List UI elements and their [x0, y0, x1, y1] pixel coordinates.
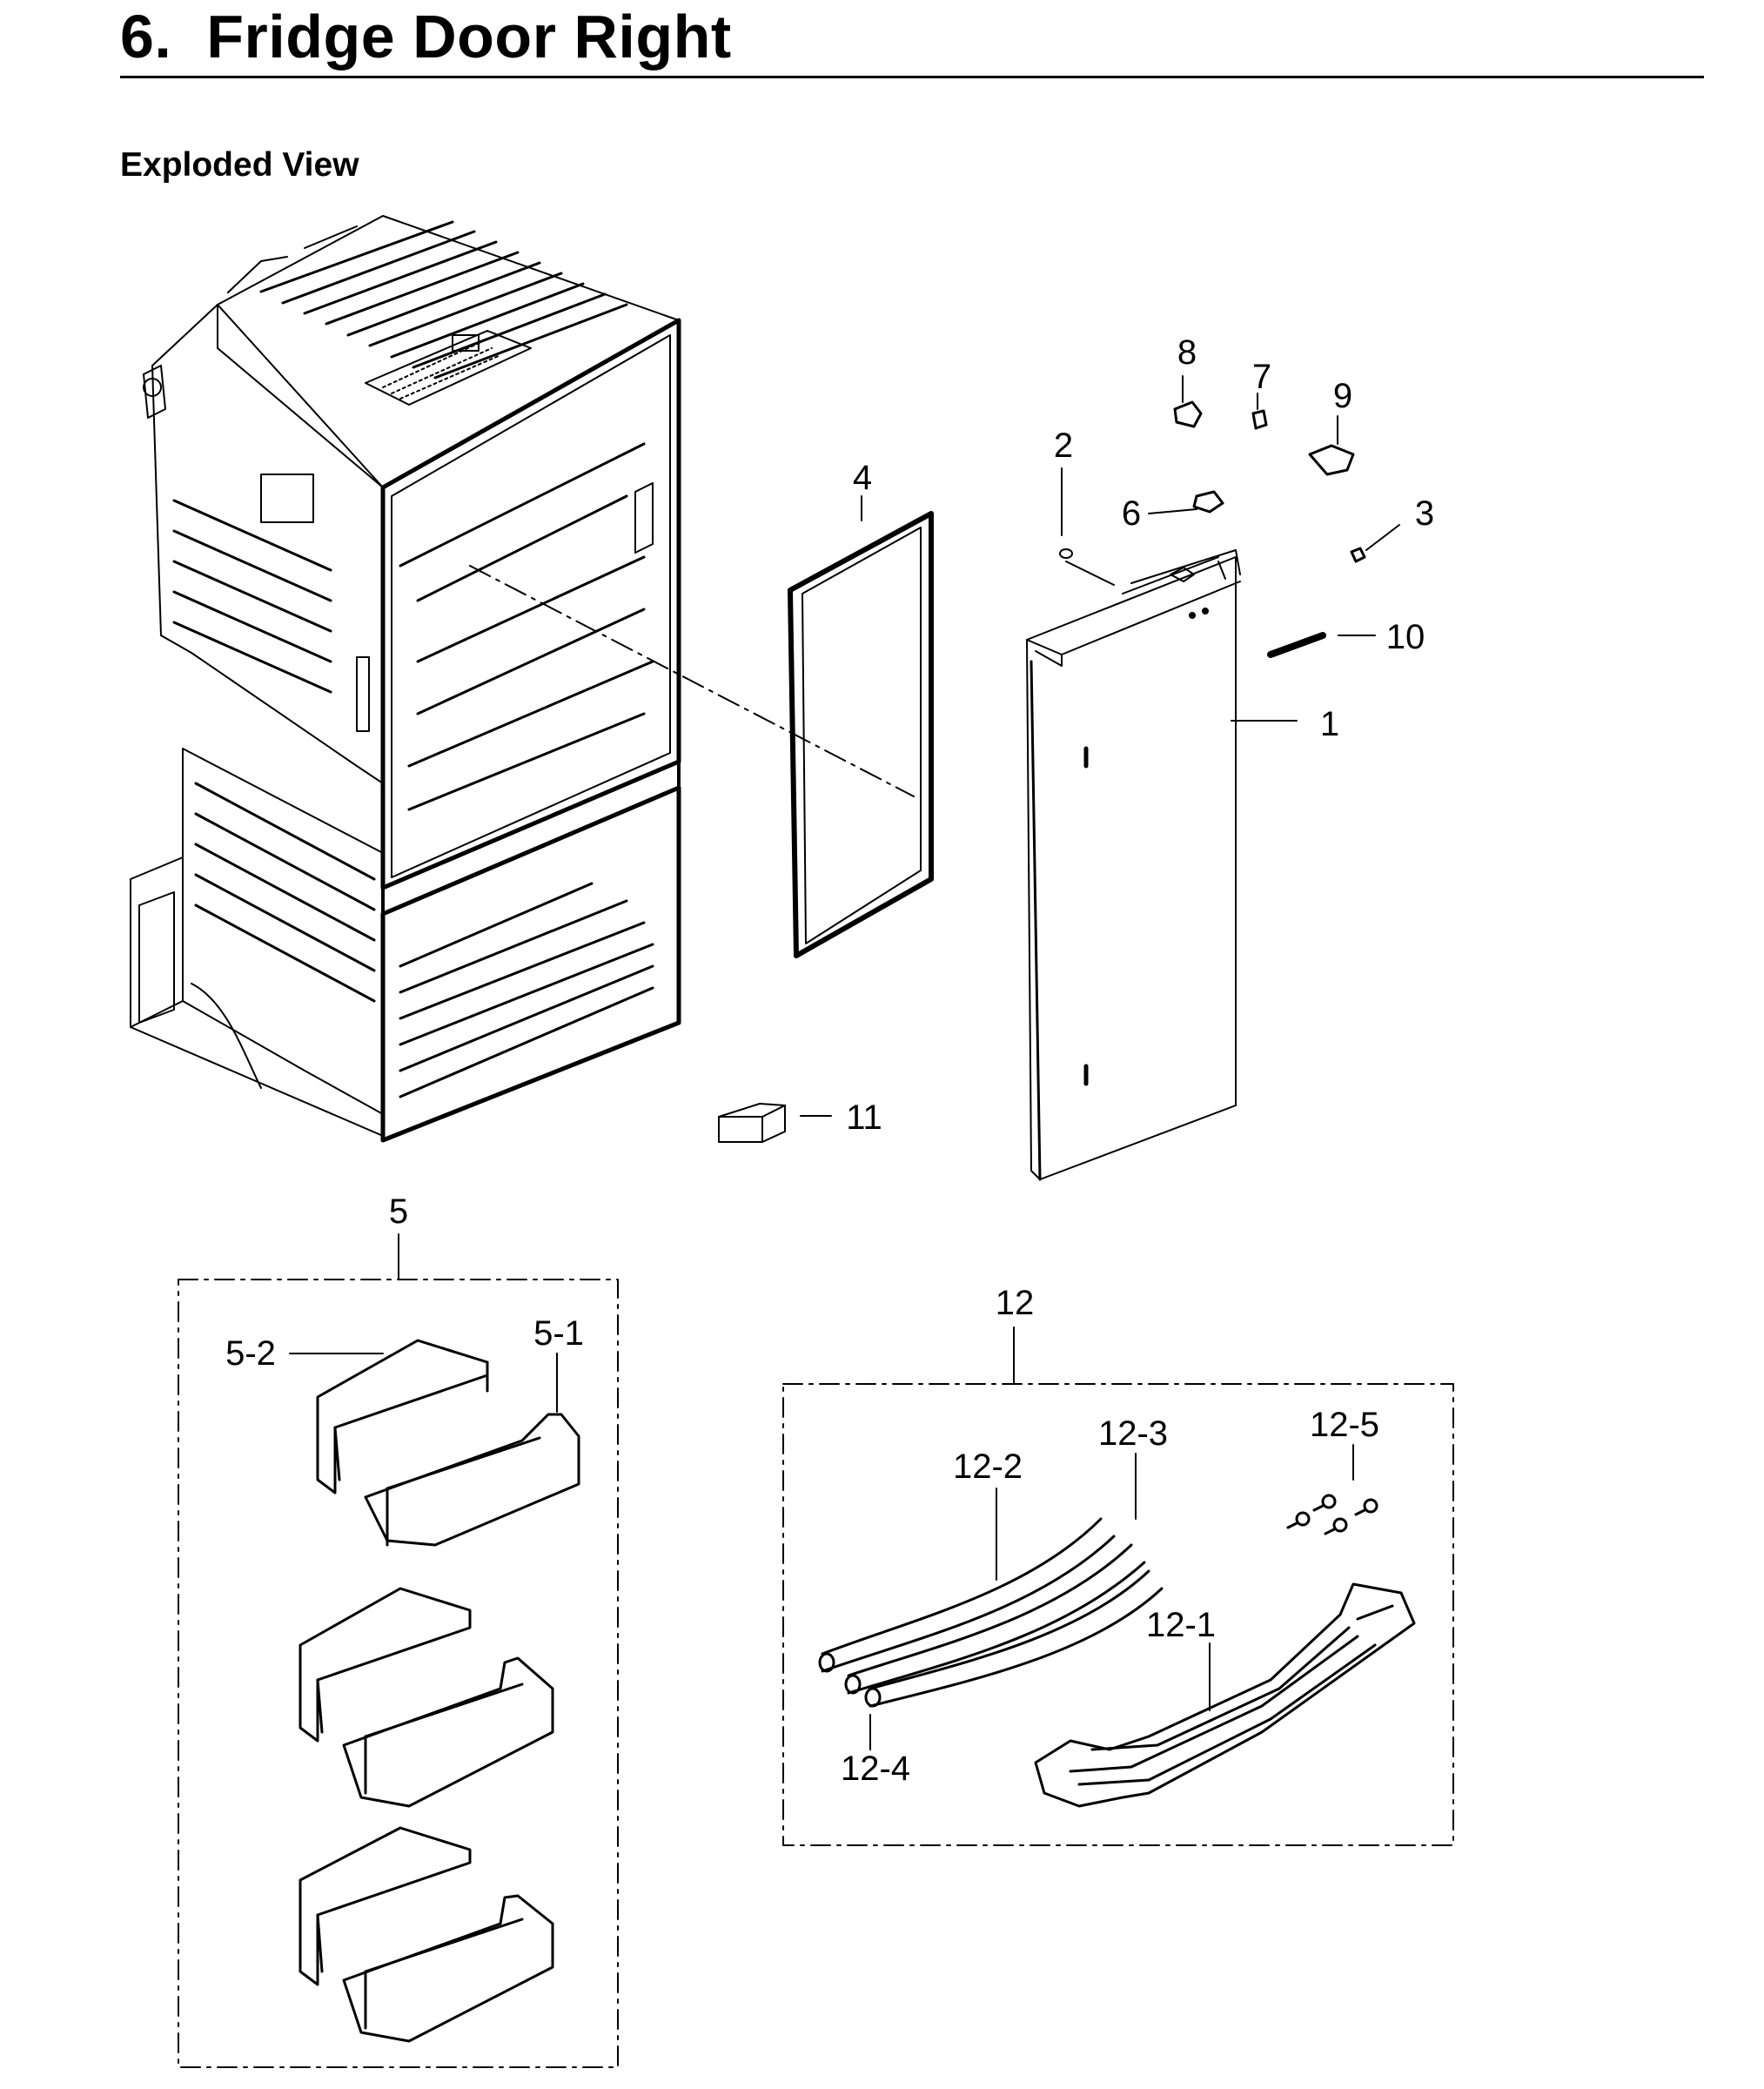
- callout-12-3: 12-3: [1098, 1414, 1168, 1453]
- block-icon: [718, 1103, 786, 1143]
- callout-4: 4: [853, 459, 872, 497]
- callout-6: 6: [1122, 494, 1141, 533]
- callout-2: 2: [1054, 427, 1073, 465]
- door-panel-icon: [1026, 549, 1241, 1181]
- page-title: 6. Fridge Door Right: [120, 3, 732, 71]
- callout-11: 11: [846, 1098, 882, 1137]
- leader-lines: [289, 375, 1400, 1750]
- alignment-centerline: [469, 565, 915, 797]
- callout-7: 7: [1252, 358, 1271, 396]
- callout-1: 1: [1320, 705, 1339, 743]
- screw-icon: [1059, 548, 1115, 586]
- hinge-cover-icon: [1173, 400, 1366, 563]
- section-subtitle: Exploded View: [120, 146, 359, 184]
- callout-8: 8: [1177, 333, 1197, 372]
- callout-9: 9: [1333, 377, 1352, 415]
- kit-12-box: [782, 1383, 1454, 1846]
- callout-12-2: 12-2: [953, 1448, 1023, 1486]
- tube-icon: [818, 1517, 1164, 1708]
- callout-10: 10: [1386, 618, 1425, 656]
- callout-5-1: 5-1: [533, 1314, 584, 1353]
- tray-icon: [1034, 1582, 1416, 1808]
- callout-3: 3: [1415, 494, 1434, 533]
- callout-5-2: 5-2: [225, 1334, 276, 1373]
- callout-labels: 8 7 9 2 4 6 3 10 1 11 5 5-2 5-1 12 12-5 …: [225, 333, 1434, 1788]
- door-gasket-icon: [788, 511, 934, 958]
- kit-5-box: [178, 1279, 619, 2068]
- screw-set-icon: [1286, 1494, 1378, 1535]
- title-underline: [120, 76, 1704, 78]
- door-bin-icon: [298, 1339, 580, 2043]
- callout-12-4: 12-4: [841, 1750, 910, 1788]
- callout-5: 5: [389, 1192, 408, 1231]
- fridge-cabinet-icon: [130, 215, 681, 1143]
- samsung-logo-icon: [1267, 632, 1326, 658]
- callout-12-1: 12-1: [1146, 1606, 1216, 1644]
- callout-12-5: 12-5: [1310, 1406, 1379, 1444]
- callout-12: 12: [996, 1284, 1035, 1322]
